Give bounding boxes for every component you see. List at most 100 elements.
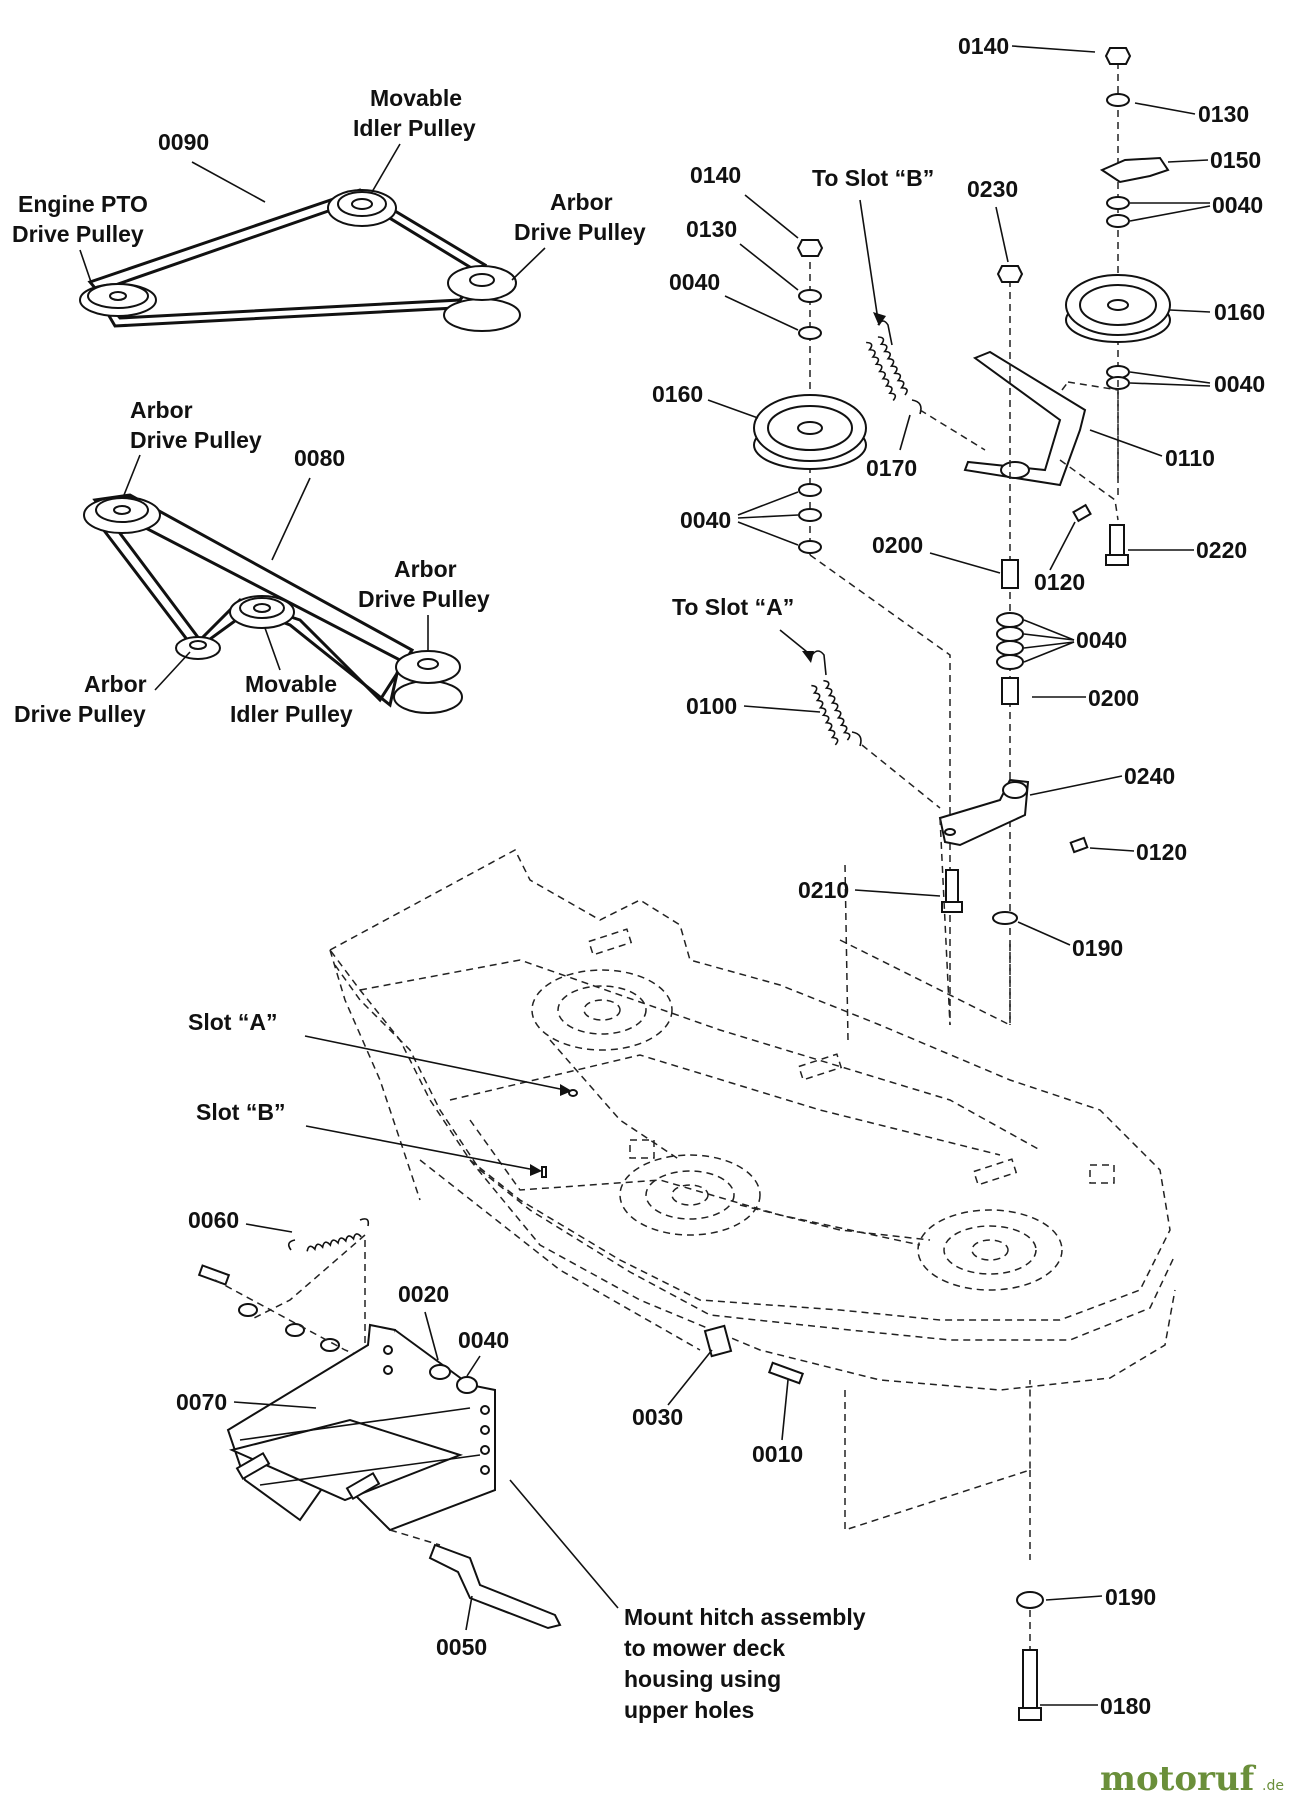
washer-0190-bottom <box>1016 1591 1044 1609</box>
callout-0180: 0180 <box>1100 1693 1151 1719</box>
washer-0040-s3 <box>996 640 1024 656</box>
callout-0190-bottom: 0190 <box>1105 1584 1156 1610</box>
callout-0040-center: 0040 <box>680 507 731 533</box>
callout-0040-right: 0040 <box>1214 371 1265 397</box>
arbor-drive-pulley-mid-right <box>393 650 463 714</box>
callout-0170: 0170 <box>866 455 917 481</box>
bolt-0220 <box>1105 524 1129 566</box>
washer-0040-hitch <box>456 1376 478 1394</box>
callout-0060: 0060 <box>188 1207 239 1233</box>
movable-idler-pulley-top <box>327 189 397 227</box>
bolt-0210 <box>941 869 963 913</box>
center-stack <box>753 239 951 1025</box>
washer-0040-c3 <box>798 540 822 554</box>
washer-0040-center-top <box>798 326 822 340</box>
watermark: motoruf .de <box>1100 1759 1284 1799</box>
spacer-0030 <box>703 1324 733 1358</box>
right-stack <box>963 47 1171 566</box>
callout-0030: 0030 <box>632 1404 683 1430</box>
belt-diagram-0090 <box>79 188 521 332</box>
label-arbor-bottom-left-2: Drive Pulley <box>14 701 146 727</box>
note-mount-2: to mower deck <box>624 1635 785 1661</box>
spacer-0200-top <box>1001 559 1019 589</box>
callout-0200-bottom: 0200 <box>1088 685 1139 711</box>
label-arbor-mid-left-2: Drive Pulley <box>130 427 262 453</box>
label-arbor-mid-right-2: Drive Pulley <box>358 586 490 612</box>
label-arbor-mid-left-1: Arbor <box>130 397 193 423</box>
washer-0040-c1 <box>798 483 822 497</box>
note-mount-4: upper holes <box>624 1697 754 1723</box>
callout-0020: 0020 <box>398 1281 449 1307</box>
svg-text:motoruf: motoruf <box>1100 1759 1257 1799</box>
callout-0090: 0090 <box>158 129 209 155</box>
label-slot-a: Slot “A” <box>188 1009 277 1035</box>
nut-0230 <box>996 265 1024 283</box>
label-arbor-bottom-left-1: Arbor <box>84 671 147 697</box>
bolt-0010 <box>767 1361 805 1385</box>
callout-0120-top: 0120 <box>1034 569 1085 595</box>
callout-0200-top: 0200 <box>872 532 923 558</box>
callout-0230: 0230 <box>967 176 1018 202</box>
label-to-slot-b: To Slot “B” <box>812 165 934 191</box>
callout-0210: 0210 <box>798 877 849 903</box>
label-movable-idler-bottom-2: Idler Pulley <box>230 701 353 727</box>
label-movable-idler-top-1: Movable <box>370 85 462 111</box>
callout-0050: 0050 <box>436 1634 487 1660</box>
vertical-stack-0230 <box>844 265 1089 1041</box>
callout-0140-center: 0140 <box>690 162 741 188</box>
movable-idler-pulley-bottom <box>229 595 295 629</box>
callout-0190-mid: 0190 <box>1072 935 1123 961</box>
callout-0110: 0110 <box>1165 445 1215 471</box>
callout-0070: 0070 <box>176 1389 227 1415</box>
washer-0040-s2 <box>996 626 1024 642</box>
hitch-bracket-0070 <box>226 1323 496 1532</box>
note-mount-3: housing using <box>624 1666 781 1692</box>
label-engine-pto-1: Engine PTO <box>18 191 148 217</box>
callout-0040-hitch: 0040 <box>458 1327 509 1353</box>
callout-0120-bottom: 0120 <box>1136 839 1187 865</box>
arbor-drive-pulley-top <box>443 265 521 332</box>
svg-text:.de: .de <box>1262 1778 1284 1794</box>
label-movable-idler-bottom-1: Movable <box>245 671 337 697</box>
bolt-0180 <box>1018 1649 1042 1721</box>
setscrew-0120-bottom <box>1069 836 1089 854</box>
pulley-0160-center <box>753 394 867 470</box>
nut-0020 <box>429 1364 451 1380</box>
washer-0040-top2 <box>1106 214 1130 228</box>
washer-0040-s1 <box>996 612 1024 628</box>
label-engine-pto-2: Drive Pulley <box>12 221 144 247</box>
washer-0130-center <box>798 289 822 303</box>
hitch-pin-0050 <box>428 1543 562 1630</box>
spring-0100 <box>811 650 862 747</box>
callout-0160-right: 0160 <box>1214 299 1265 325</box>
arbor-drive-pulley-bottom-left <box>175 636 221 660</box>
washer-0130-top <box>1106 93 1130 107</box>
callout-0220: 0220 <box>1196 537 1247 563</box>
setscrew-0120-top <box>1072 503 1092 523</box>
label-arbor-top-2: Drive Pulley <box>514 219 646 245</box>
nut-0140-top <box>1104 47 1132 65</box>
engine-pto-pulley <box>79 283 157 317</box>
callout-0130-center: 0130 <box>686 216 737 242</box>
spacer-0200-bottom <box>1001 677 1019 705</box>
callout-0040-top: 0040 <box>1212 192 1263 218</box>
callout-0140-top: 0140 <box>958 33 1009 59</box>
callout-0150: 0150 <box>1210 147 1261 173</box>
nut-0140-center <box>796 239 824 257</box>
washer-0040-c2 <box>798 508 822 522</box>
callout-0040-stack: 0040 <box>1076 627 1127 653</box>
mower-deck-housing <box>328 848 1176 1560</box>
spring-0170 <box>866 320 922 415</box>
callout-0010: 0010 <box>752 1441 803 1467</box>
callout-0160-center: 0160 <box>652 381 703 407</box>
label-movable-idler-top-2: Idler Pulley <box>353 115 476 141</box>
note-mount-1: Mount hitch assembly <box>624 1604 866 1630</box>
bracket-0150 <box>1099 156 1170 184</box>
callout-0080: 0080 <box>294 445 345 471</box>
callout-0130-top: 0130 <box>1198 101 1249 127</box>
washer-0190-mid <box>992 911 1018 925</box>
label-arbor-top-1: Arbor <box>550 189 613 215</box>
callout-0100: 0100 <box>686 693 737 719</box>
callout-0240: 0240 <box>1124 763 1175 789</box>
